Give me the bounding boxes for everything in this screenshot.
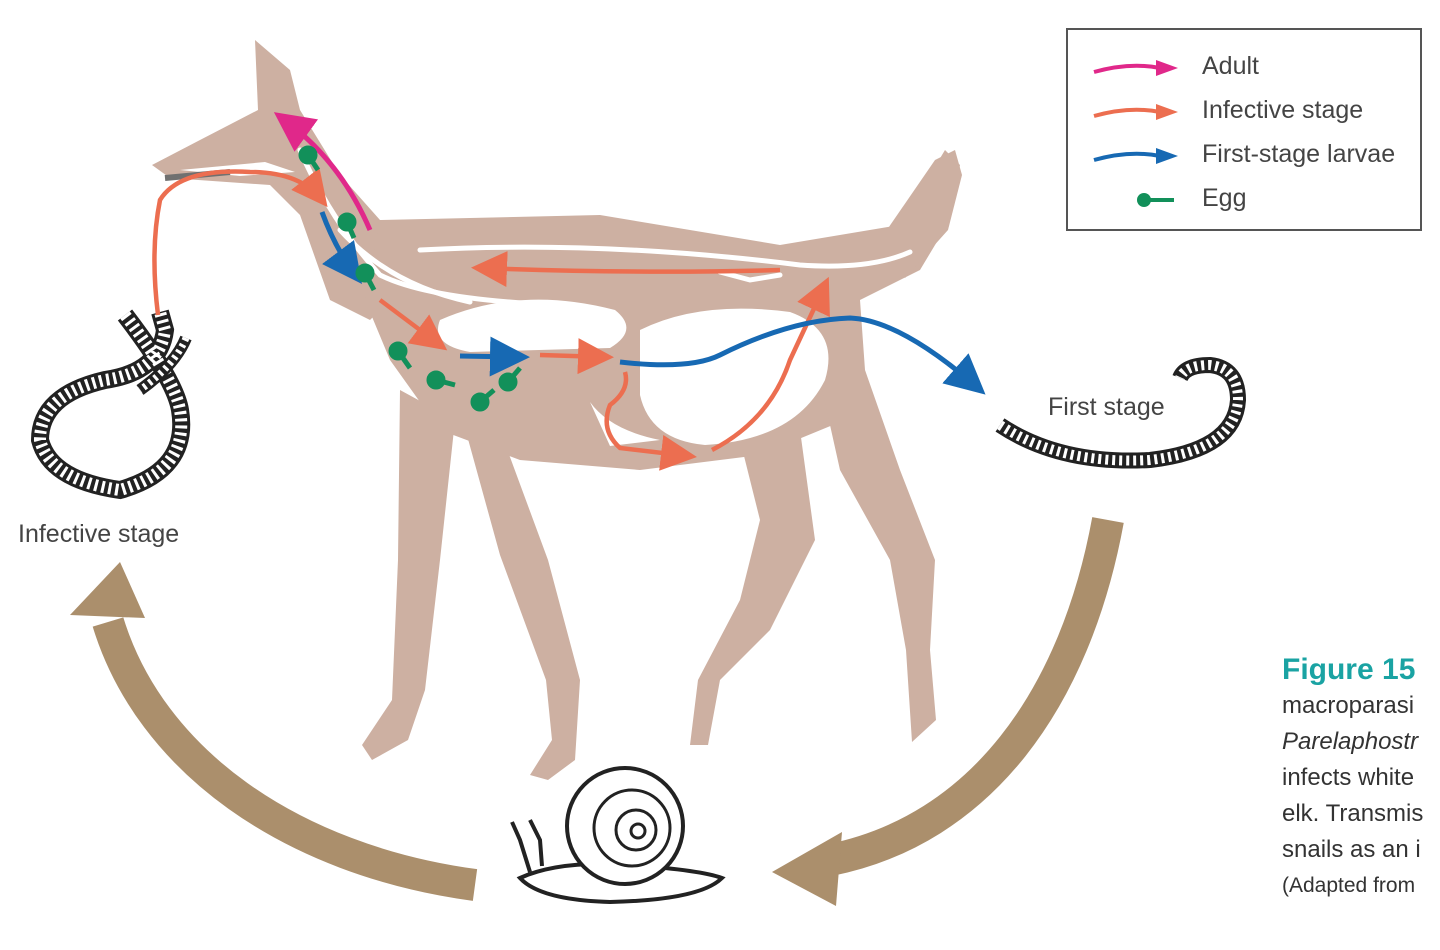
- legend-label: Adult: [1202, 52, 1259, 80]
- caption-line: elk. Transmis: [1282, 800, 1424, 827]
- infective-stage-label: Infective stage: [18, 520, 180, 548]
- snail: [510, 766, 726, 905]
- larvae-paths: [319, 211, 986, 395]
- cycle-arrow-to-infective: [70, 562, 478, 901]
- legend-label: Egg: [1202, 184, 1247, 212]
- legend-label: Infective stage: [1202, 96, 1364, 124]
- adult-path: [273, 112, 373, 231]
- legend: Adult Infective stage First-stage larvae…: [1066, 28, 1422, 231]
- caption-title: Figure 15: [1282, 653, 1416, 686]
- deer-silhouette: [152, 40, 962, 780]
- caption-line: (Adapted from: [1282, 874, 1416, 897]
- cycle-arrow-to-snail: [772, 517, 1124, 906]
- infective-arrow-icon: [1093, 104, 1178, 120]
- figure-caption: Figure 15 macroparasi Parelaphostr infec…: [1282, 652, 1440, 904]
- larvae-arrow-icon: [1093, 148, 1178, 164]
- adult-arrow-icon: [1093, 60, 1178, 76]
- caption-line: macroparasi: [1282, 692, 1415, 719]
- egg-icon: [1137, 193, 1174, 207]
- caption-line: infects white: [1282, 764, 1415, 791]
- infective-stage-worm: [30, 309, 192, 500]
- legend-item-adult: Adult: [1068, 48, 1420, 88]
- first-stage-label: First stage: [1048, 393, 1165, 421]
- infective-paths: [152, 167, 830, 471]
- legend-label: First-stage larvae: [1202, 140, 1396, 168]
- caption-line: snails as an i: [1282, 836, 1421, 863]
- legend-item-larvae: First-stage larvae: [1068, 136, 1420, 176]
- first-stage-worm: [995, 356, 1247, 469]
- legend-item-egg: Egg: [1068, 180, 1420, 220]
- caption-line: Parelaphostr: [1282, 728, 1419, 755]
- egg-markers: [298, 145, 522, 412]
- legend-item-infective: Infective stage: [1068, 92, 1420, 132]
